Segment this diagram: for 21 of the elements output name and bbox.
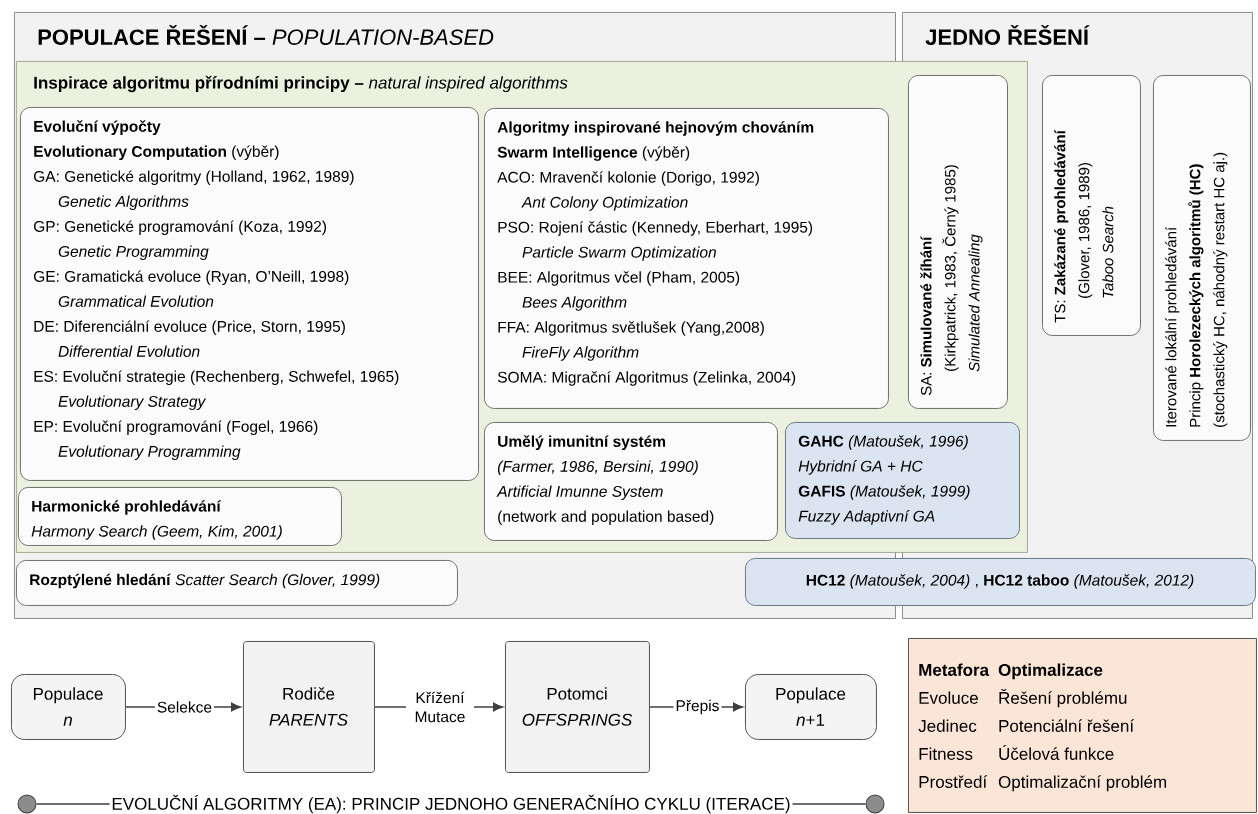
edge-label: Přepis [673, 697, 722, 717]
method-box: GAHC (Matoušek, 1996) Hybridní GA + HC GAFIS (Matoušek, 1999) Fuzzy Adaptivní GA [785, 422, 1020, 539]
method-box: TS: Zakázané prohledávání (Glover, 1986, 1989) Taboo Search [1042, 75, 1141, 336]
end-circle [17, 794, 37, 814]
method-box: Umělý imunitní systém (Farmer, 1986, Bersini, 1990) Artificial Imunne System (network and population based) [484, 422, 778, 541]
method-box: Rozptýlené hledání Scatter Search (Glover, 1999) [16, 560, 458, 606]
population-box: Populace n+1 [745, 674, 877, 740]
edge-label: EVOLUČNÍ ALGORITMY (EA): PRINCIP JEDNOHO GENERAČNÍHO CYKLU (ITERACE) [109, 792, 793, 814]
method-box: SA: Simulované žíhání (Kirkpatrick, 1983, Černý 1985) Simulated Annealing [908, 75, 1008, 409]
method-box: Iterované lokální prohledávání Princip Horolezeckých algoritmů (HC) (stochastický HC, náhodný restart HC aj.) [1153, 75, 1251, 441]
method-box: Harmonické prohledávání Harmony Search (Geem, Kim, 2001) [18, 487, 342, 546]
edge-label: Selekce [154, 699, 215, 715]
method-box: Algoritmy inspirované hejnovým chováním Swarm Intelligence (výběr) ACO: Mravenčí kolonie (Dorigo, 1992) Ant Colony Optimization PSO: Rojení částic (Kennedy, Eberhart, 1995) Particle Swarm Optimization BEE: Algoritmus včel (Pham, 2005) Bees Algorithm FFA: Algoritmus světlušek (Yang,2008) FireFly Algorithm SOMA: Migrační Algoritmus (Zelinka, 2004) [484, 108, 889, 409]
process-box: Potomci OFFSPRINGS [505, 641, 650, 773]
population-box: Populace n [11, 674, 126, 740]
table-box: Metafora Optimalizace Evoluce Řešení problému Jedinec Potenciální řešení Fitness Účelová funkce Prostředí Optimalizační problém [908, 638, 1257, 813]
method-box: Evoluční výpočty Evolutionary Computation (výběr) GA: Genetické algoritmy (Holland, 1962, 1989) Genetic Algorithms GP: Genetické programování (Koza, 1992) Genetic Programming GE: Gramatická evoluce (Ryan, O’Neill, 1998) Grammatical Evolution DE: Diferenciální evoluce (Price, Storn, 1995) Differential Evolution ES: Evoluční strategie (Rechenberg, Schwefel, 1965) Evolutionary Strategy EP: Evoluční programování (Fogel, 1966) Evolutionary Programming [20, 107, 479, 481]
end-circle [865, 794, 885, 814]
method-box: HC12 (Matoušek, 2004) , HC12 taboo (Matoušek, 2012) [745, 558, 1256, 606]
edge-label: Křížení Mutace [405, 689, 474, 725]
process-box: Rodiče PARENTS [243, 641, 375, 773]
